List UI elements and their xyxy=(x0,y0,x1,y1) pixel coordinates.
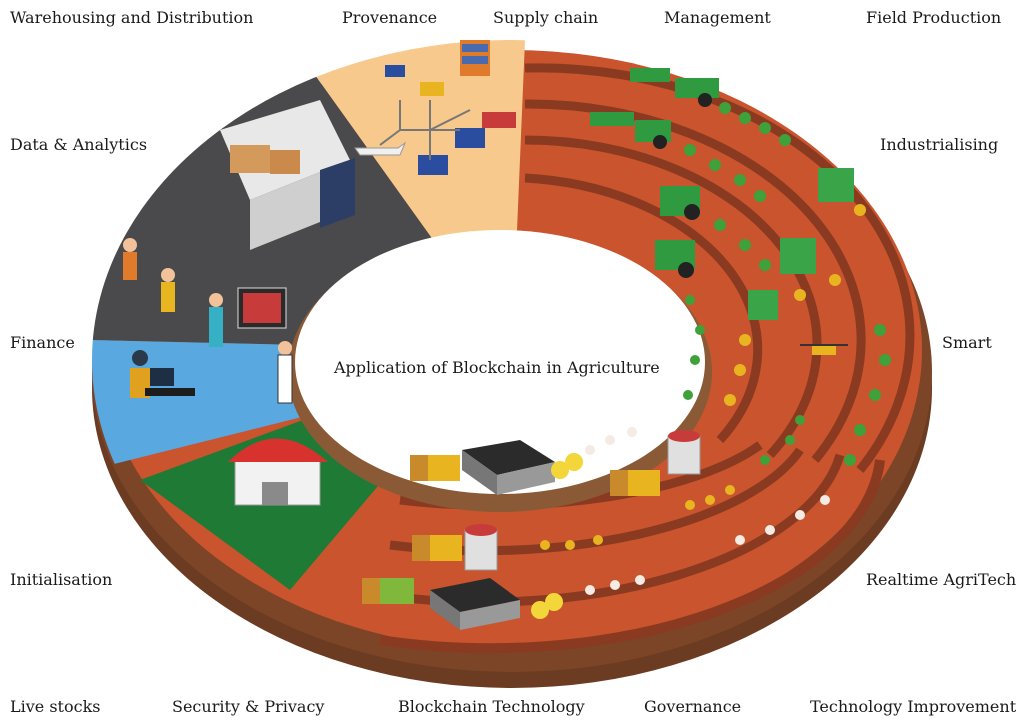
label-finance: Finance xyxy=(10,333,75,352)
label-governance: Governance xyxy=(644,697,742,716)
warehouse-icon xyxy=(460,40,490,76)
person-icon xyxy=(123,238,293,404)
plant-icon xyxy=(683,102,891,466)
truck-icon xyxy=(362,455,660,604)
silo-icon xyxy=(464,430,701,571)
label-provenance: Provenance xyxy=(342,8,438,27)
label-supply-chain: Supply chain xyxy=(493,8,599,27)
truck-icon xyxy=(220,100,355,250)
truck-icon xyxy=(385,65,516,175)
wheat-icon xyxy=(540,204,866,550)
barn-icon xyxy=(228,438,328,506)
label-live-stocks: Live stocks xyxy=(10,697,101,716)
label-realtime-agritech: Realtime AgriTech xyxy=(866,570,1017,589)
label-initialisation: Initialisation xyxy=(10,570,113,589)
center-title: Application of Blockchain in Agriculture xyxy=(334,358,660,377)
label-data-analytics: Data & Analytics xyxy=(10,135,148,154)
tractor-icon xyxy=(590,68,854,320)
label-field-production: Field Production xyxy=(866,8,1002,27)
label-smart: Smart xyxy=(942,333,992,352)
label-management: Management xyxy=(664,8,771,27)
airplane-icon xyxy=(354,141,407,156)
label-technology-improvement: Technology Improvement xyxy=(810,697,1017,716)
label-industrialising: Industrialising xyxy=(880,135,999,154)
label-warehousing-distribution: Warehousing and Distribution xyxy=(10,8,254,27)
cotton-icon xyxy=(585,427,830,595)
network-lines xyxy=(379,100,471,160)
monitor-icon xyxy=(145,287,287,396)
drone-icon xyxy=(800,344,848,355)
label-blockchain-technology: Blockchain Technology xyxy=(398,697,585,716)
warehouse-icon xyxy=(430,440,555,630)
hay-bale-icon xyxy=(531,453,583,619)
label-security-privacy: Security & Privacy xyxy=(172,697,325,716)
